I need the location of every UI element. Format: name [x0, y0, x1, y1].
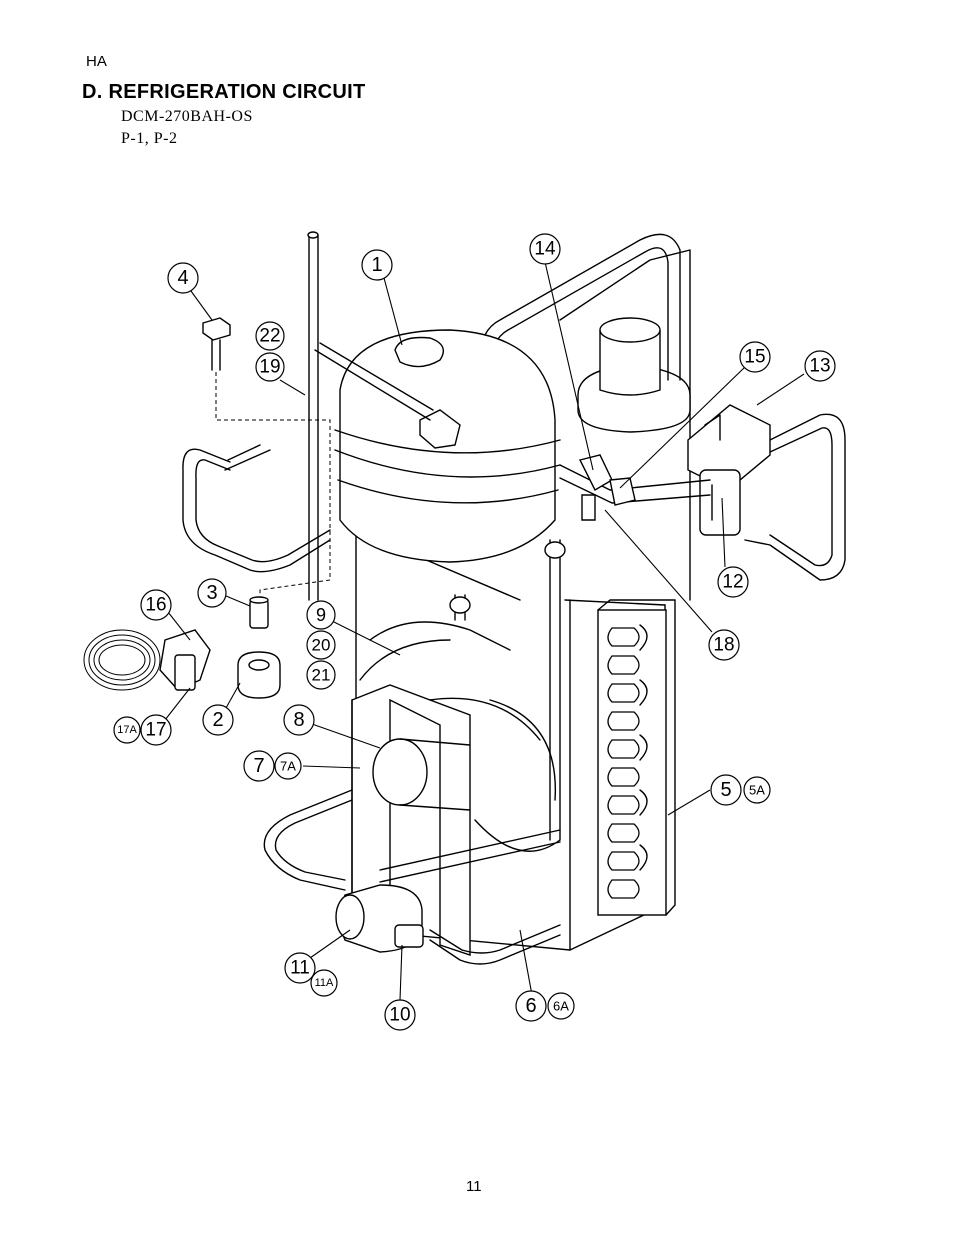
callout-13: 13: [804, 350, 836, 382]
callout-7a: 7A: [274, 752, 302, 780]
callout-4: 4: [167, 262, 199, 294]
page-reference: P-1, P-2: [121, 130, 178, 147]
callout-7: 7: [243, 750, 275, 782]
callout-22-label: 22: [259, 326, 280, 347]
callout-7a-label: 7A: [280, 759, 296, 774]
callout-15-label: 15: [744, 347, 765, 368]
header-code: HA: [86, 53, 107, 70]
callout-18: 18: [708, 629, 740, 661]
callout-8: 8: [283, 704, 315, 736]
callout-13-label: 13: [809, 356, 830, 377]
callout-1: 1: [361, 249, 393, 281]
callout-5-label: 5: [720, 779, 731, 801]
callout-10-label: 10: [389, 1005, 410, 1026]
callout-11-label: 11: [290, 958, 310, 979]
callout-22: 22: [255, 321, 285, 351]
callout-14: 14: [529, 233, 561, 265]
left-vertical-pipe: [307, 231, 319, 601]
grommet-and-sleeve: [237, 596, 281, 699]
callout-8-label: 8: [293, 709, 304, 731]
callout-3-label: 3: [206, 582, 217, 604]
callout-16-label: 16: [145, 595, 166, 616]
callout-2-label: 2: [212, 709, 223, 731]
discharge-pipe: [559, 454, 711, 521]
callout-15: 15: [739, 341, 771, 373]
callout-19: 19: [255, 352, 285, 382]
drier: [335, 884, 424, 953]
callout-12: 12: [717, 566, 749, 598]
leader-lines: [164, 261, 805, 1001]
callout-9: 9: [306, 600, 336, 630]
fan-motor: [372, 738, 471, 811]
callout-21: 21: [306, 660, 336, 690]
callout-16: 16: [140, 589, 172, 621]
condenser-coil: [597, 599, 676, 916]
callout-6-label: 6: [525, 995, 536, 1017]
valve-bracket: [687, 404, 771, 536]
callout-17a-label: 17A: [117, 724, 137, 736]
callout-9-label: 9: [316, 605, 326, 625]
callout-17-label: 17: [145, 720, 166, 741]
callout-20-label: 20: [312, 636, 331, 655]
fan-blade: [359, 621, 561, 852]
right-pipe-loop: [744, 413, 846, 581]
callout-1-label: 1: [371, 254, 382, 276]
model-number: DCM-270BAH-OS: [121, 108, 253, 125]
accumulator: [577, 317, 691, 433]
callout-6: 6: [515, 990, 547, 1022]
callout-2: 2: [202, 704, 234, 736]
callout-5a-label: 5A: [749, 783, 765, 798]
callout-12-label: 12: [722, 572, 743, 593]
page-title: D. REFRIGERATION CIRCUIT: [82, 81, 366, 103]
callout-6a: 6A: [547, 992, 575, 1020]
page-number: 11: [466, 1178, 482, 1195]
bottom-pipe-loop: [263, 789, 561, 965]
compressor: [314, 329, 561, 563]
callout-11: 11: [284, 952, 316, 984]
callout-11a-label: 11A: [315, 977, 334, 989]
callout-17: 17: [140, 714, 172, 746]
left-pipe-loop: [182, 444, 331, 573]
callout-19-label: 19: [259, 357, 280, 378]
fan-shroud: [449, 539, 566, 841]
callout-14-label: 14: [534, 239, 556, 260]
callout-7-label: 7: [253, 755, 264, 777]
callout-18-label: 18: [713, 635, 734, 656]
callout-17a: 17A: [113, 716, 141, 744]
callout-3: 3: [197, 578, 227, 608]
callout-5a: 5A: [743, 776, 771, 804]
expansion-valve: [83, 629, 211, 691]
callout-6a-label: 6A: [553, 999, 569, 1014]
callout-4-label: 4: [177, 267, 188, 289]
callout-20: 20: [306, 630, 336, 660]
callout-5: 5: [710, 774, 742, 806]
callout-10: 10: [384, 999, 416, 1031]
callout-21-label: 21: [312, 666, 331, 685]
callout-11a: 11A: [310, 969, 338, 997]
